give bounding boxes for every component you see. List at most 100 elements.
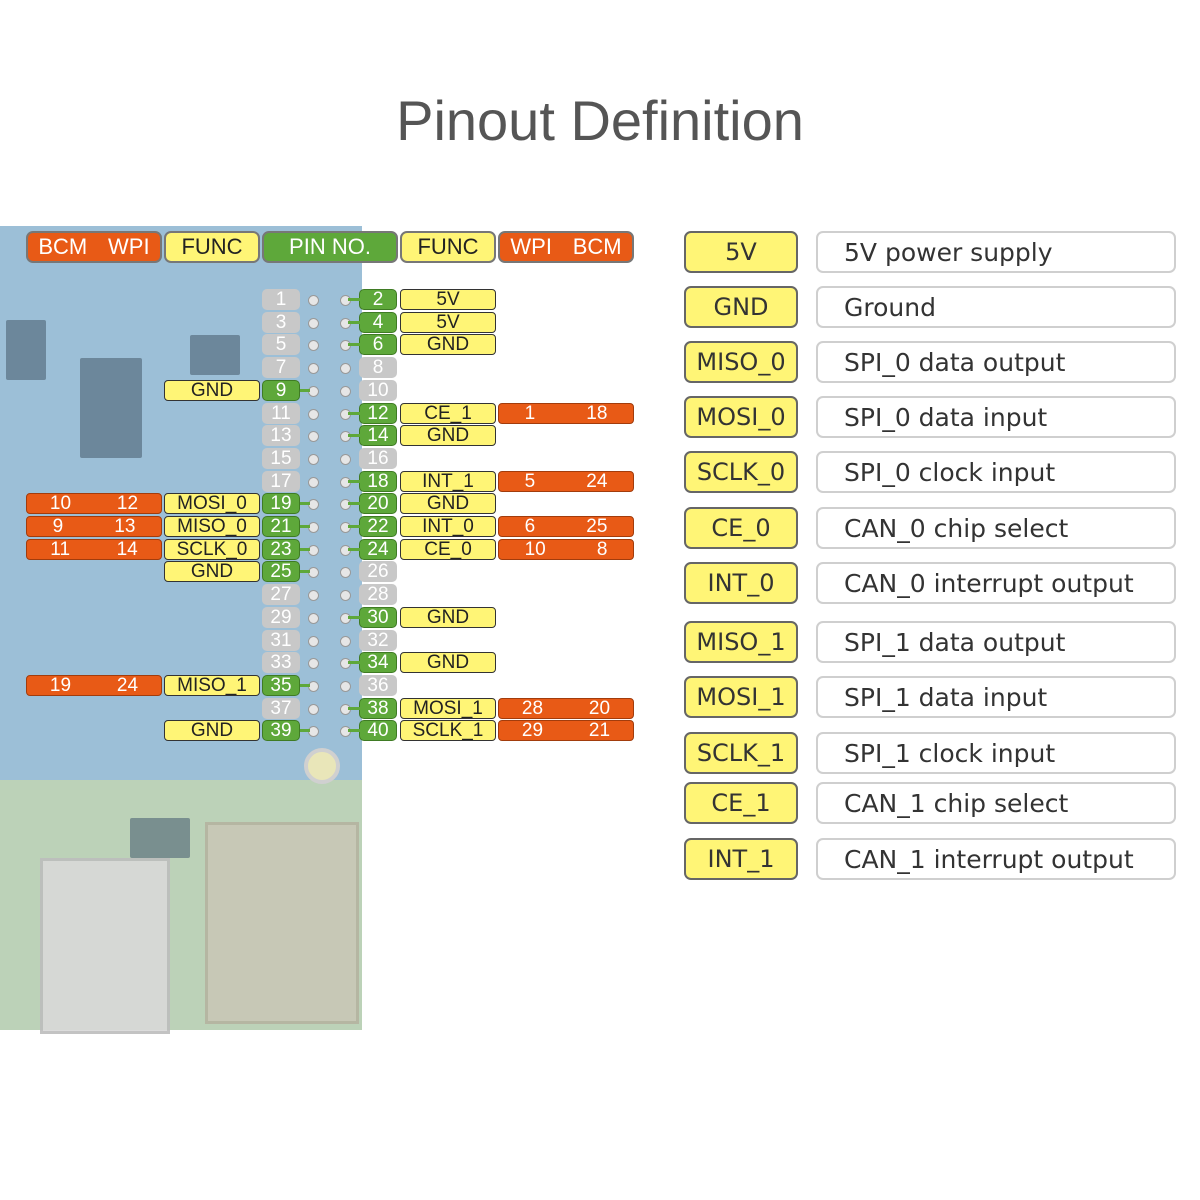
pin-connector: [348, 412, 360, 415]
header-pin-dot: [308, 454, 319, 465]
pin-connector: [348, 548, 360, 551]
pin-35: 35: [262, 675, 300, 696]
right-func-label: 5V: [400, 289, 496, 310]
pin-18: 18: [359, 471, 397, 492]
mounting-hole: [304, 748, 340, 784]
legend-key: MISO_1: [684, 621, 798, 663]
legend-description: CAN_0 chip select: [816, 507, 1176, 549]
pin-37: 37: [262, 698, 300, 719]
pin-3: 3: [262, 312, 300, 333]
pin-connector: [348, 298, 360, 301]
right-func-label: CE_0: [400, 539, 496, 560]
pin-connector: [300, 525, 310, 528]
left-func-label: GND: [164, 380, 260, 401]
pin-15: 15: [262, 448, 300, 469]
pin-connector: [348, 321, 360, 324]
right-func-label: INT_0: [400, 516, 496, 537]
legend-description: CAN_1 interrupt output: [816, 838, 1176, 880]
pin-connector: [300, 729, 310, 732]
pin-20: 20: [359, 493, 397, 514]
pin-connector: [348, 729, 360, 732]
pin-2: 2: [359, 289, 397, 310]
pin-7: 7: [262, 357, 300, 378]
pin-connector: [300, 684, 310, 687]
wpi-value: 14: [116, 538, 138, 560]
header-pin-dot: [308, 590, 319, 601]
pin-27: 27: [262, 584, 300, 605]
header-pin-dot: [308, 295, 319, 306]
header-pin-dot: [340, 590, 351, 601]
pin-1: 1: [262, 289, 300, 310]
bcm-value: 18: [586, 402, 608, 424]
header-pin-dot: [308, 431, 319, 442]
header-pin-dot: [308, 409, 319, 420]
pin-connector: [348, 480, 360, 483]
chip-image: [80, 358, 142, 458]
right-wpi-bcm-cell: 1 18: [498, 403, 634, 424]
pin-22: 22: [359, 516, 397, 537]
legend-description: CAN_0 interrupt output: [816, 562, 1176, 604]
pin-36: 36: [359, 675, 397, 696]
pin-connector: [300, 502, 310, 505]
pin-26: 26: [359, 561, 397, 582]
wpi-value: 1: [524, 402, 536, 424]
pin-11: 11: [262, 403, 300, 424]
right-func-label: SCLK_1: [400, 720, 496, 741]
pin-connector: [300, 548, 310, 551]
wpi-value: 6: [524, 515, 536, 537]
header-pin-dot: [340, 681, 351, 692]
bcm-value: 19: [49, 674, 72, 696]
pin-5: 5: [262, 334, 300, 355]
right-wpi-bcm-cell: 6 25: [498, 516, 634, 537]
right-func-label: GND: [400, 607, 496, 628]
usb-port-image: [40, 858, 170, 1034]
legend-key: 5V: [684, 231, 798, 273]
pin-connector: [348, 661, 360, 664]
legend-key: INT_1: [684, 838, 798, 880]
bcm-value: 21: [588, 719, 611, 741]
chip-image: [6, 320, 46, 380]
wpi-value: 29: [521, 719, 544, 741]
pin-39: 39: [262, 720, 300, 741]
header-pin-dot: [308, 658, 319, 669]
bcm-value: 11: [50, 538, 71, 560]
header-pin-dot: [308, 318, 319, 329]
pin-32: 32: [359, 630, 397, 651]
bcm-value: 25: [586, 515, 608, 537]
pin-connector: [348, 525, 360, 528]
left-func-label: MISO_1: [164, 675, 260, 696]
header-pin-dot: [308, 704, 319, 715]
pin-connector: [300, 570, 310, 573]
right-func-label: CE_1: [400, 403, 496, 424]
left-func-label: GND: [164, 561, 260, 582]
pin-24: 24: [359, 539, 397, 560]
wpi-value: 28: [521, 697, 544, 719]
header-pin-dot: [340, 386, 351, 397]
chip-image: [130, 818, 190, 858]
legend-key: MOSI_1: [684, 676, 798, 718]
wpi-value: 24: [116, 674, 139, 696]
wpi-value: 13: [114, 515, 136, 537]
pin-8: 8: [359, 357, 397, 378]
pin-34: 34: [359, 652, 397, 673]
pin-connector: [348, 434, 360, 437]
pin-21: 21: [262, 516, 300, 537]
pin-connector: [348, 616, 360, 619]
legend-key: SCLK_0: [684, 451, 798, 493]
pin-25: 25: [262, 561, 300, 582]
right-func-label: GND: [400, 493, 496, 514]
legend-description: SPI_1 data input: [816, 676, 1176, 718]
pin-19: 19: [262, 493, 300, 514]
header-pin-dot: [308, 363, 319, 374]
wpi-value: 12: [116, 492, 139, 514]
legend-description: SPI_0 data input: [816, 396, 1176, 438]
ethernet-port-image: [205, 822, 359, 1024]
header-pin-dot: [340, 567, 351, 578]
pin-17: 17: [262, 471, 300, 492]
left-func-label: SCLK_0: [164, 539, 260, 560]
legend-description: Ground: [816, 286, 1176, 328]
legend-key: GND: [684, 286, 798, 328]
pin-29: 29: [262, 607, 300, 628]
